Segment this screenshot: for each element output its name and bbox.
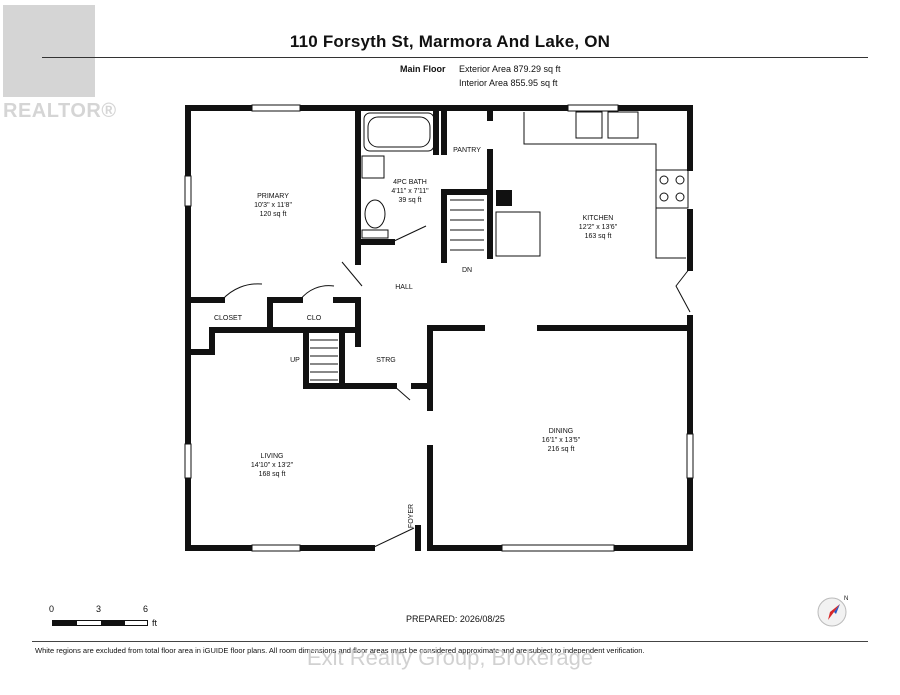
wall-pantry bbox=[433, 105, 447, 155]
interior-area: Interior Area 855.95 sq ft bbox=[459, 78, 558, 88]
room-dining-dims: 16'1" x 13'5" bbox=[542, 437, 581, 444]
room-pantry-name: PANTRY bbox=[453, 147, 481, 154]
wall-top-left bbox=[185, 105, 439, 155]
kitchen-counter bbox=[523, 112, 686, 259]
burner bbox=[675, 192, 685, 202]
listing-address-title: 110 Forsyth St, Marmora And Lake, ON bbox=[289, 32, 611, 51]
burner bbox=[659, 192, 669, 202]
bathtub bbox=[363, 112, 435, 152]
realtor-logo: REALTOR® bbox=[0, 2, 116, 122]
door-strg bbox=[393, 385, 411, 401]
window-kitchen bbox=[567, 104, 619, 112]
room-hall-name: HALL bbox=[395, 284, 413, 291]
scale-tick-0: 0 bbox=[49, 604, 55, 614]
door-kitchen-exterior bbox=[675, 267, 691, 313]
floor-name: Main Floor bbox=[400, 64, 446, 74]
room-dining-area: 216 sq ft bbox=[548, 446, 575, 453]
window-living-side bbox=[184, 443, 192, 479]
scale-tick-6: 6 bbox=[143, 604, 149, 614]
window-primary bbox=[251, 104, 301, 112]
wall-bottom-living bbox=[185, 475, 375, 551]
dishwasher bbox=[607, 111, 639, 139]
wall-closets-bottom bbox=[185, 327, 361, 355]
scale-bar: 0 3 6 ft bbox=[40, 604, 170, 634]
realtor-logo-text: REALTOR® bbox=[3, 100, 117, 122]
room-foyer-name: FOYER bbox=[408, 504, 415, 528]
scale-bar-graphic bbox=[52, 620, 148, 626]
room-bath-dims: 4'11" x 7'11" bbox=[391, 188, 429, 195]
windows bbox=[184, 104, 694, 552]
room-primary-name: PRIMARY bbox=[257, 193, 289, 200]
compass-icon: N bbox=[817, 596, 848, 627]
room-living-area: 168 sq ft bbox=[259, 471, 286, 478]
kitchen-island bbox=[495, 211, 541, 257]
room-labels: PRIMARY 10'3" x 11'8" 120 sq ft 4PC BATH… bbox=[214, 147, 618, 528]
wall-stair bbox=[441, 189, 493, 263]
compass-north-label: N bbox=[844, 596, 848, 602]
brokerage-watermark: Exit Realty Group, Brokerage bbox=[306, 645, 594, 670]
burner bbox=[659, 175, 669, 185]
room-primary-area: 120 sq ft bbox=[260, 211, 287, 218]
stairs-up bbox=[310, 339, 338, 381]
room-kitchen-dims: 12'2" x 13'6" bbox=[579, 224, 618, 231]
disclaimer-text: White regions are excluded from total fl… bbox=[35, 646, 645, 655]
title-divider bbox=[42, 57, 868, 58]
door-primary bbox=[341, 261, 363, 287]
wall-strg-bottom bbox=[303, 331, 433, 389]
wall-bath-left bbox=[355, 105, 395, 245]
stairs-down bbox=[450, 199, 484, 251]
room-living-name: LIVING bbox=[261, 453, 284, 460]
room-dn-name: DN bbox=[462, 267, 472, 274]
bath-sink bbox=[361, 155, 385, 179]
room-kitchen-name: KITCHEN bbox=[583, 215, 614, 222]
room-closet-name: CLOSET bbox=[214, 315, 243, 322]
footer-divider bbox=[32, 641, 868, 642]
room-dining-name: DINING bbox=[549, 428, 574, 435]
room-bath-name: 4PC BATH bbox=[393, 179, 427, 186]
wall-top-right bbox=[433, 105, 693, 171]
kitchen-sink bbox=[575, 111, 603, 139]
room-strg-name: STRG bbox=[376, 357, 395, 364]
room-primary-dims: 10'3" x 11'8" bbox=[254, 202, 292, 209]
realtor-logo-mark bbox=[3, 5, 95, 97]
window-dining bbox=[501, 544, 615, 552]
exterior-area: Exterior Area 879.29 sq ft bbox=[459, 64, 561, 74]
wall-closets-top bbox=[185, 297, 361, 333]
door-closet bbox=[221, 283, 263, 301]
burner bbox=[675, 175, 685, 185]
prepared-date: PREPARED: 2026/08/25 bbox=[406, 614, 505, 624]
chimney-block bbox=[496, 190, 512, 206]
walls bbox=[185, 105, 693, 551]
fixtures bbox=[221, 111, 691, 549]
scale-segment bbox=[53, 621, 77, 625]
door-foyer bbox=[371, 527, 415, 549]
room-living-dims: 14'10" x 13'2" bbox=[251, 462, 294, 469]
wall-bottom-dining bbox=[427, 445, 505, 551]
door-bath bbox=[391, 225, 427, 243]
scale-segment bbox=[101, 621, 125, 625]
toilet-tank bbox=[361, 229, 389, 239]
window-primary-side bbox=[184, 175, 192, 207]
room-up-name: UP bbox=[290, 357, 300, 364]
toilet bbox=[364, 199, 386, 229]
scale-unit: ft bbox=[152, 618, 158, 628]
wall-right-lower bbox=[611, 315, 693, 551]
room-clo-name: CLO bbox=[307, 315, 322, 322]
window-dining-side bbox=[686, 433, 694, 479]
door-clo bbox=[299, 285, 335, 301]
stove bbox=[655, 169, 689, 209]
scale-tick-3: 3 bbox=[96, 604, 102, 614]
bathtub-basin bbox=[367, 116, 431, 148]
window-living bbox=[251, 544, 301, 552]
room-kitchen-area: 163 sq ft bbox=[585, 233, 612, 240]
room-bath-area: 39 sq ft bbox=[399, 197, 422, 204]
